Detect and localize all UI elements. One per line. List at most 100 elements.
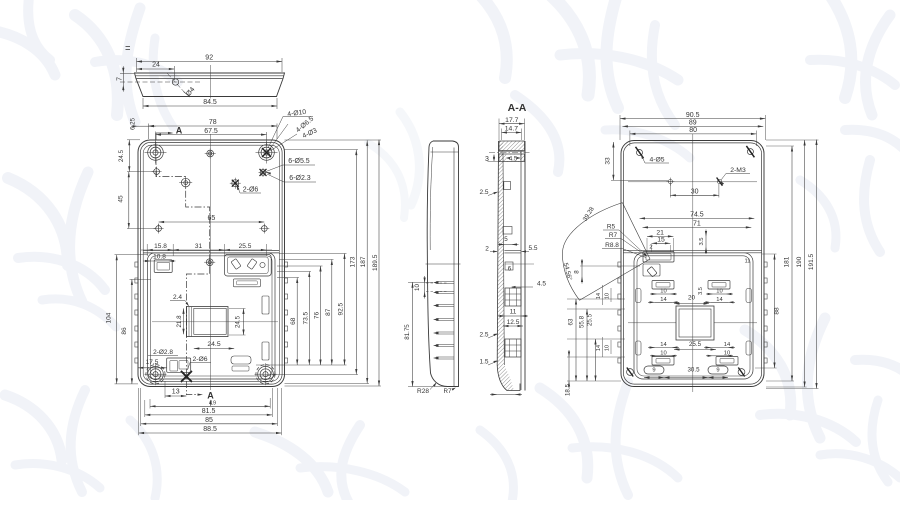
svg-text:173: 173 (349, 256, 356, 267)
svg-text:14: 14 (596, 293, 602, 299)
svg-text:81.5: 81.5 (202, 408, 216, 415)
svg-text:2-Ø6: 2-Ø6 (192, 356, 207, 363)
svg-text:R7: R7 (444, 388, 452, 395)
svg-text:15: 15 (657, 237, 665, 244)
svg-text:85: 85 (205, 417, 213, 424)
svg-text:15.8: 15.8 (154, 243, 167, 250)
svg-text:68: 68 (290, 317, 297, 325)
svg-text:190: 190 (796, 256, 803, 267)
svg-text:10: 10 (660, 351, 666, 357)
svg-text:67.5: 67.5 (204, 128, 218, 135)
svg-text:4.5: 4.5 (537, 281, 546, 288)
svg-text:14: 14 (660, 342, 667, 348)
svg-text:14: 14 (596, 345, 602, 351)
svg-text:181: 181 (784, 256, 791, 267)
svg-text:17.5: 17.5 (146, 359, 159, 366)
svg-text:9: 9 (652, 368, 655, 374)
svg-text:1.5: 1.5 (479, 359, 488, 366)
svg-text:R8.8: R8.8 (605, 242, 619, 249)
svg-text:21: 21 (656, 230, 664, 237)
svg-text:11: 11 (510, 309, 517, 316)
svg-text:81.75: 81.75 (404, 324, 411, 340)
svg-text:2.4: 2.4 (173, 294, 182, 301)
svg-text:10: 10 (660, 289, 666, 295)
svg-text:8: 8 (574, 270, 581, 274)
svg-text:12.5: 12.5 (507, 319, 520, 326)
svg-text:5: 5 (504, 236, 508, 243)
svg-text:10: 10 (724, 351, 730, 357)
svg-text:9: 9 (716, 368, 719, 374)
svg-text:25.5: 25.5 (239, 243, 252, 250)
svg-text:6-Ø5.5: 6-Ø5.5 (288, 158, 310, 165)
svg-text:25.5: 25.5 (587, 313, 594, 326)
svg-text:A: A (207, 391, 214, 401)
svg-text:87: 87 (325, 308, 332, 316)
svg-text:2-M3: 2-M3 (730, 167, 746, 174)
svg-text:17.7: 17.7 (505, 117, 518, 124)
svg-text:2.5: 2.5 (479, 189, 488, 196)
svg-text:73.5: 73.5 (302, 311, 309, 324)
svg-text:92: 92 (205, 55, 213, 62)
svg-text:78: 78 (209, 119, 217, 126)
svg-text:90.5: 90.5 (686, 112, 700, 119)
svg-text:63: 63 (568, 318, 575, 325)
svg-text:74.5: 74.5 (690, 212, 704, 219)
svg-text:3.5: 3.5 (698, 287, 704, 295)
svg-text:3.5: 3.5 (699, 237, 705, 245)
svg-text:88.5: 88.5 (203, 426, 217, 433)
svg-text:14: 14 (660, 297, 667, 303)
svg-text:76: 76 (314, 312, 321, 320)
svg-text:7: 7 (116, 77, 123, 81)
svg-text:92.5: 92.5 (338, 302, 345, 315)
svg-text:5.5: 5.5 (528, 245, 537, 252)
svg-text:33: 33 (605, 157, 612, 165)
svg-text:20: 20 (688, 295, 695, 302)
svg-text:89: 89 (689, 120, 697, 127)
svg-text:2-Ø2.8: 2-Ø2.8 (153, 349, 173, 356)
svg-text:14: 14 (724, 342, 731, 348)
svg-text:4-Ø5: 4-Ø5 (649, 157, 664, 164)
svg-text:2.5: 2.5 (479, 332, 488, 339)
svg-text:10.8: 10.8 (153, 254, 166, 261)
svg-text:14.7: 14.7 (505, 126, 518, 133)
svg-text:13: 13 (172, 389, 180, 396)
svg-text:104: 104 (106, 312, 113, 323)
svg-text:31: 31 (195, 243, 203, 250)
svg-text:6: 6 (508, 265, 512, 272)
svg-text:191.5: 191.5 (808, 253, 815, 270)
svg-text:14: 14 (716, 297, 723, 303)
svg-text:6.25: 6.25 (130, 117, 137, 130)
svg-text:A-A: A-A (508, 102, 527, 114)
svg-text:10: 10 (605, 293, 611, 299)
svg-text:10: 10 (716, 289, 722, 295)
svg-text:R5: R5 (607, 224, 616, 231)
svg-text:80: 80 (689, 127, 697, 134)
svg-text:6-Ø2.3: 6-Ø2.3 (289, 175, 311, 182)
svg-text:R7: R7 (609, 232, 618, 239)
svg-text:24: 24 (152, 62, 160, 69)
svg-text:10: 10 (605, 345, 611, 351)
svg-text:24.5: 24.5 (118, 149, 125, 162)
svg-text:30.5: 30.5 (687, 367, 700, 374)
svg-text:45: 45 (118, 195, 125, 203)
svg-text:88: 88 (774, 307, 781, 315)
svg-text:11: 11 (744, 259, 750, 265)
svg-text:3: 3 (485, 156, 489, 163)
svg-text:84.5: 84.5 (203, 99, 217, 106)
svg-text:2: 2 (485, 246, 489, 253)
svg-text:21.8: 21.8 (176, 315, 183, 328)
svg-text:25.5: 25.5 (689, 341, 702, 348)
svg-text:189.5: 189.5 (372, 254, 379, 271)
svg-text:71: 71 (693, 221, 701, 228)
svg-text:86: 86 (121, 327, 128, 335)
svg-text:24.5: 24.5 (207, 341, 220, 348)
svg-text:55.8: 55.8 (579, 315, 586, 328)
svg-text:19: 19 (210, 401, 216, 407)
svg-text:R28: R28 (417, 388, 429, 395)
svg-text:18.5: 18.5 (565, 383, 572, 396)
svg-text:187: 187 (360, 256, 367, 267)
svg-text:2-Ø6: 2-Ø6 (243, 187, 259, 194)
svg-text:10: 10 (414, 284, 421, 291)
svg-text:A: A (176, 126, 183, 136)
svg-text:30: 30 (691, 189, 699, 196)
